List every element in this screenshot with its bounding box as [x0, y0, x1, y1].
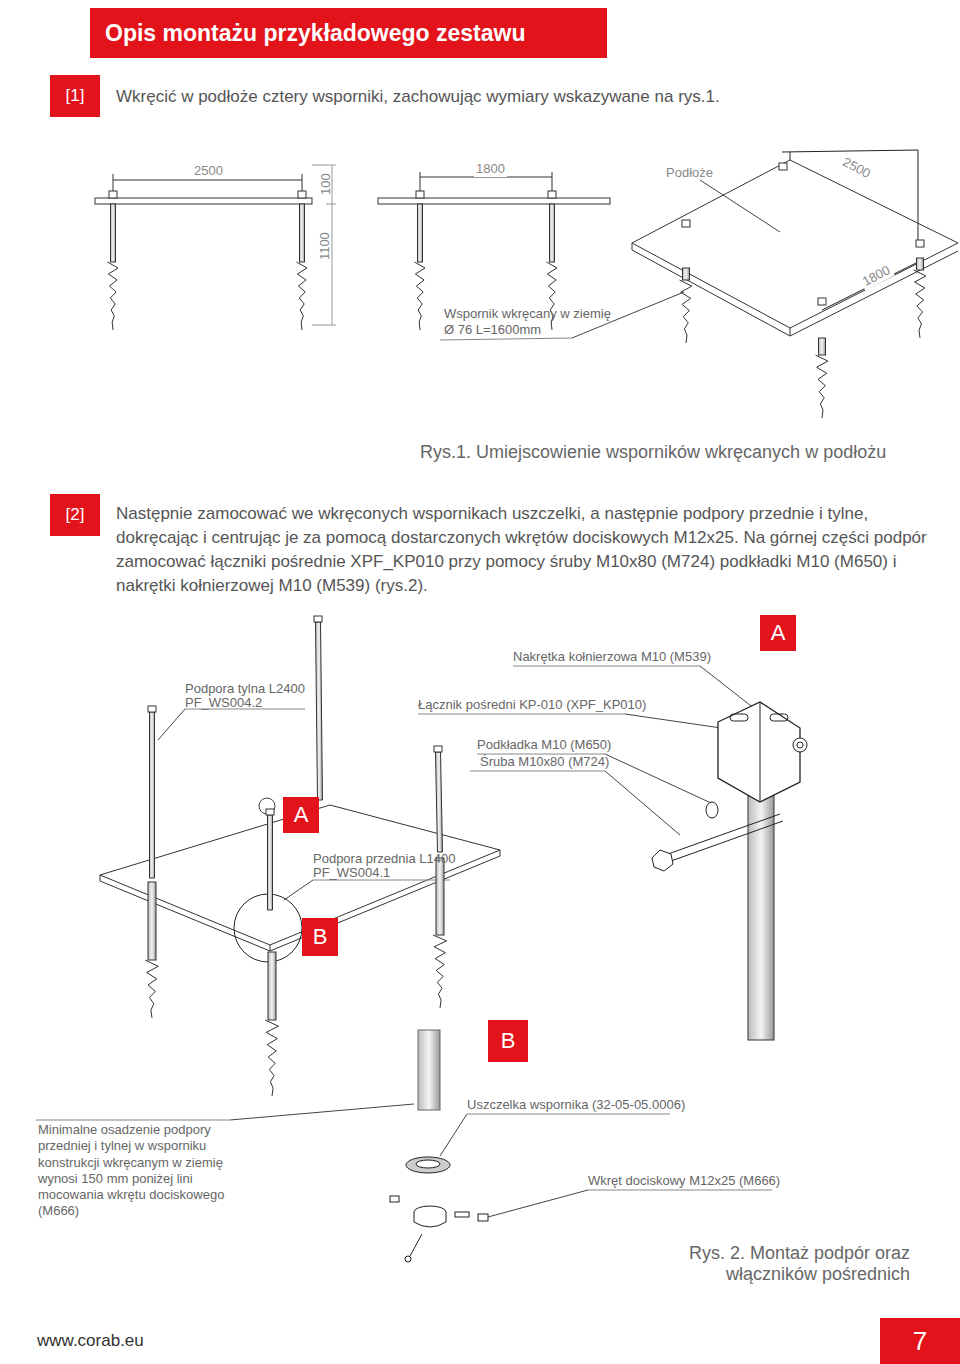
part-label: Minimalne osadzenie podpory przedniej i … [38, 1122, 234, 1220]
callout-box: B [488, 1020, 528, 1062]
part-label: Rys.1. Umiejscowienie wsporników wkręcan… [420, 441, 886, 464]
footer-url: www.corab.eu [37, 1330, 144, 1351]
title-band: Opis montażu przykładowego zestawu [90, 8, 607, 58]
support-post [268, 815, 273, 910]
part-label: Podpora przednia L1400 PF_WS004.1 [313, 852, 463, 879]
support-post [268, 952, 276, 1020]
support-post [550, 204, 555, 262]
support-post [819, 338, 826, 355]
support-post [148, 882, 156, 960]
part-label: Uszczelka wspornika (32-05-05.0006) [467, 1097, 685, 1113]
part-label: 2500 [838, 153, 875, 183]
part-label: 100 [318, 173, 334, 195]
callout-box: A [760, 615, 796, 651]
part-label: Wspornik wkręcany w ziemię Ø 76 L=1600mm [444, 306, 622, 339]
part-label: 1100 [317, 232, 333, 260]
part-label: Łącznik pośredni KP-010 (XPF_KP010) [418, 697, 646, 713]
support-post [548, 191, 556, 198]
support-post [436, 858, 444, 935]
support-post [818, 298, 826, 305]
support-post [816, 355, 828, 418]
part-label: Nakrętka kołnierzowa M10 (M539) [513, 649, 711, 665]
support-post [779, 163, 787, 170]
support-post [418, 204, 423, 262]
callout-text: [1] [66, 86, 85, 106]
callout-text: B [501, 1028, 516, 1054]
support-post [434, 746, 442, 752]
support-post [680, 280, 692, 343]
part-label: Śruba M10x80 (M724) [480, 754, 609, 770]
part-label: Podkładka M10 (M650) [477, 737, 611, 753]
callout-box: A [283, 797, 319, 833]
support-post [916, 240, 924, 247]
support-post [436, 752, 443, 852]
page-title: Opis montażu przykładowego zestawu [105, 20, 525, 47]
part-label: 1800 [474, 161, 507, 177]
support-post [148, 706, 156, 712]
callout-text: 7 [913, 1326, 927, 1357]
support-post [266, 809, 274, 815]
support-post [300, 204, 305, 262]
part-label: 2500 [192, 163, 225, 179]
callout-box: [2] [50, 494, 100, 536]
part-label: Wkręt dociskowy M12x25 (M666) [588, 1173, 780, 1189]
support-post [265, 1020, 279, 1096]
callout-box: [1] [50, 75, 100, 117]
support-post [416, 191, 424, 198]
support-post [683, 268, 690, 280]
support-post [150, 712, 155, 878]
callout-box: B [302, 918, 338, 956]
support-post [298, 191, 306, 198]
support-post [316, 622, 323, 800]
support-post [415, 262, 426, 330]
part-label: Rys. 2. Montaż podpór oraz włączników po… [680, 1243, 910, 1284]
callout-text: A [294, 802, 309, 828]
callout-text: A [771, 620, 786, 646]
part-label: Podłoże [666, 165, 713, 181]
support-post [433, 935, 447, 1008]
instruction-text: Następnie zamocować we wkręconych wsporn… [116, 502, 946, 599]
part-label: 1800 [858, 261, 895, 291]
support-post [145, 960, 158, 1018]
support-post [917, 258, 924, 270]
support-post [111, 204, 116, 262]
support-post [314, 616, 322, 622]
instruction-text: Wkręcić w podłoże cztery wsporniki, zach… [116, 86, 836, 107]
support-post [109, 191, 117, 198]
support-post [297, 262, 308, 330]
support-post [682, 220, 690, 227]
support-post [914, 270, 926, 338]
callout-text: B [313, 924, 328, 950]
support-post [108, 262, 119, 330]
page-number-box: 7 [880, 1318, 960, 1364]
part-label: Podpora tylna L2400 PF_WS004.2 [185, 682, 335, 709]
callout-text: [2] [66, 505, 85, 525]
